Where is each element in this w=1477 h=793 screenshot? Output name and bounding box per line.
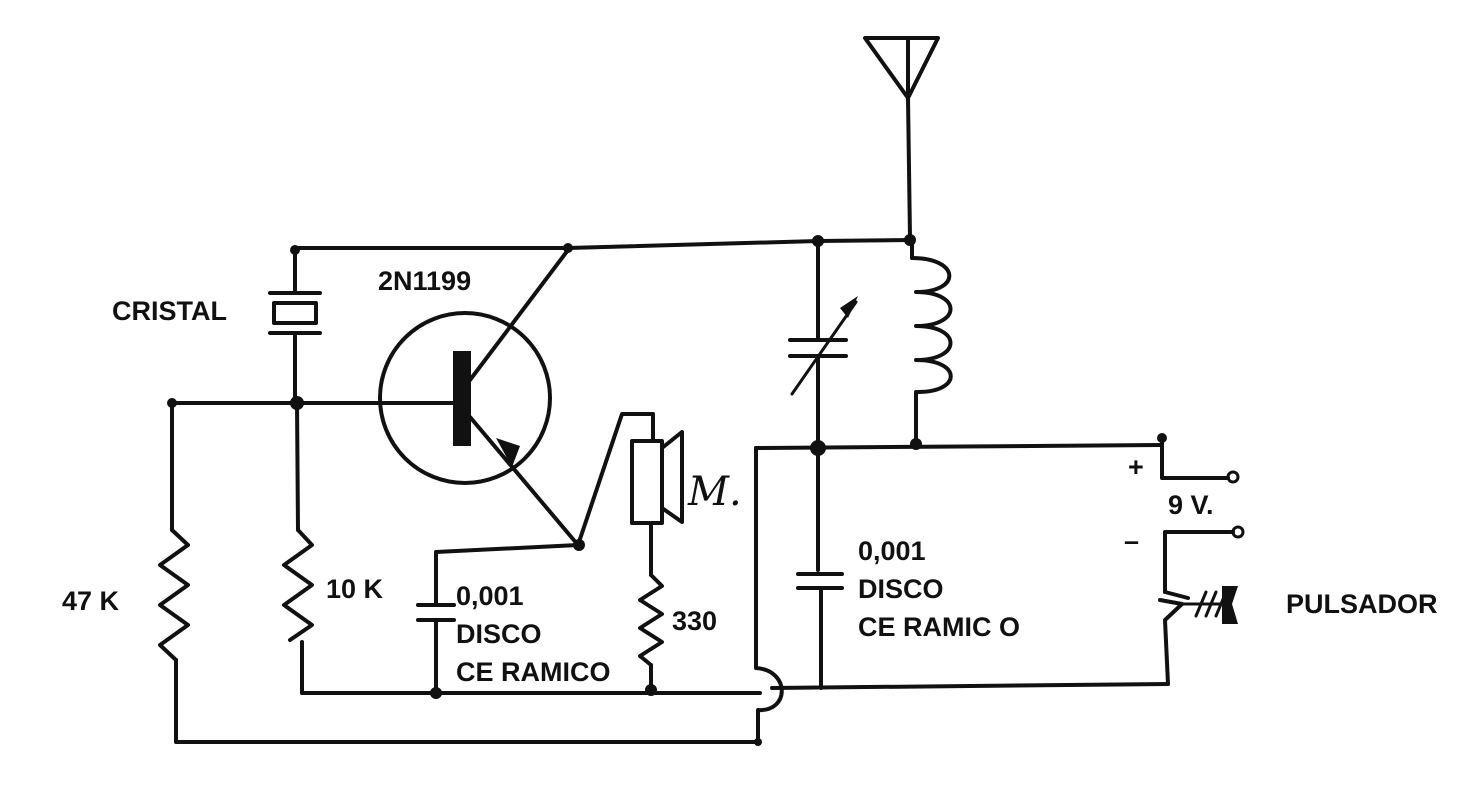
capacitor-c2 (796, 446, 844, 690)
label-c2-value: 0,001 (858, 536, 926, 566)
label-plus: + (1128, 452, 1144, 482)
bottom-rail-wire-right (770, 682, 1170, 690)
middle-rail (754, 435, 1240, 484)
crystal (268, 246, 322, 404)
label-transistor: 2N1199 (378, 266, 471, 296)
variable-capacitor (788, 239, 858, 450)
antenna (863, 36, 940, 240)
crossover-wire (754, 446, 784, 744)
label-c2-line2: DISCO (858, 574, 944, 604)
transistor-2n1199 (168, 248, 580, 547)
pushbutton-switch (1158, 525, 1245, 686)
label-c1-line2: DISCO (456, 619, 542, 649)
junction-dots (167, 234, 1167, 746)
label-330: 330 (672, 606, 717, 636)
label-c1-value: 0,001 (456, 581, 524, 611)
coil-inductor (910, 238, 953, 447)
capacitor-c1 (416, 543, 580, 695)
label-cristal: CRISTAL (112, 296, 227, 326)
resistor-10k (282, 401, 314, 695)
label-microphone: M. (687, 469, 742, 515)
microphone (576, 412, 684, 577)
top-rail-wire (293, 238, 914, 250)
label-voltage: 9 V. (1168, 490, 1214, 520)
label-minus: – (1124, 526, 1139, 556)
resistor-47k (158, 401, 760, 744)
label-10k: 10 K (326, 574, 384, 604)
label-c2-line3: CE RAMIC O (858, 612, 1020, 642)
label-c1-line3: CE RAMICO (456, 657, 611, 687)
label-47k: 47 K (62, 586, 120, 616)
resistor-330 (638, 573, 664, 695)
label-pulsador: PULSADOR (1286, 589, 1438, 619)
